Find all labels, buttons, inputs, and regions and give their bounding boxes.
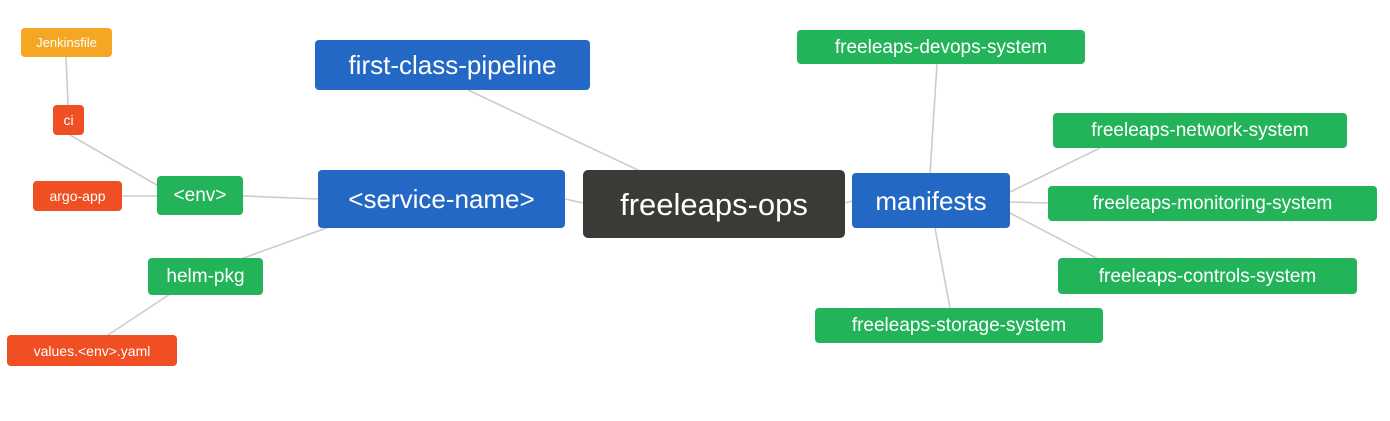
node-manifests[interactable]: manifests — [852, 173, 1010, 228]
edge-manifests-storage — [934, 227, 951, 309]
node-freeleaps-monitoring-system[interactable]: freeleaps-monitoring-system — [1048, 186, 1377, 221]
edge-manifests-network — [1009, 147, 1101, 193]
edge-jenkinsfile-ci — [65, 56, 69, 106]
node-freeleaps-controls-system[interactable]: freeleaps-controls-system — [1058, 258, 1357, 294]
node-argo-app[interactable]: argo-app — [33, 181, 122, 211]
node-freeleaps-network-system[interactable]: freeleaps-network-system — [1053, 113, 1347, 148]
node-helm-pkg[interactable]: helm-pkg — [148, 258, 263, 295]
node-freeleaps-storage-system[interactable]: freeleaps-storage-system — [815, 308, 1103, 343]
node-jenkinsfile[interactable]: Jenkinsfile — [21, 28, 112, 57]
node-values-env-yaml[interactable]: values.<env>.yaml — [7, 335, 177, 366]
edge-manifests-devops — [929, 63, 938, 174]
edge-manifests-monitoring — [1009, 201, 1049, 204]
node-freeleaps-devops-system[interactable]: freeleaps-devops-system — [797, 30, 1085, 64]
edge-freeleapsops-manifests — [844, 200, 853, 204]
edge-values-helmpkg — [107, 293, 171, 336]
edge-servicename-freeleapsops — [564, 198, 584, 204]
node-env[interactable]: <env> — [157, 176, 243, 215]
edge-manifests-controls — [1009, 212, 1101, 261]
node-first-class-pipeline[interactable]: first-class-pipeline — [315, 40, 590, 90]
edge-pipeline-freeleapsops — [467, 89, 643, 173]
node-ci[interactable]: ci — [53, 105, 84, 135]
edge-helmpkg-servicename — [237, 225, 333, 261]
edge-env-servicename — [242, 195, 319, 200]
edge-ci-env — [69, 134, 163, 189]
node-freeleaps-ops[interactable]: freeleaps-ops — [583, 170, 845, 238]
node-service-name[interactable]: <service-name> — [318, 170, 565, 228]
